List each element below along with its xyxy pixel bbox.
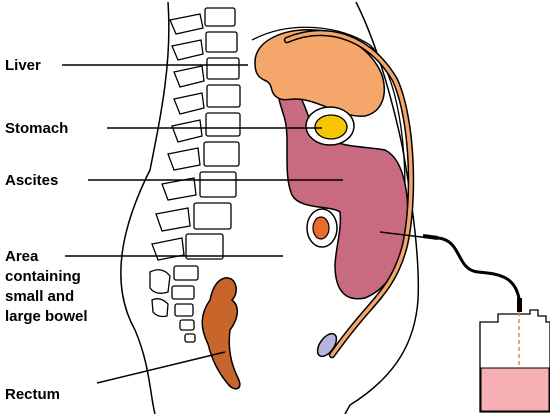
label-bowel-area-line3: small and — [5, 288, 74, 305]
label-liver: Liver — [5, 57, 41, 74]
label-ascites: Ascites — [5, 172, 58, 189]
label-stomach: Stomach — [5, 120, 68, 137]
label-bowel-area-line2: containing — [5, 268, 81, 285]
liver — [255, 30, 384, 116]
label-rectum: Rectum — [5, 386, 60, 403]
stomach — [306, 107, 354, 145]
kidney — [307, 209, 337, 247]
drainage-needle-hub — [423, 236, 438, 238]
drainage-line — [438, 238, 520, 310]
label-bowel-area-line4: large bowel — [5, 308, 88, 325]
rectum — [202, 278, 240, 389]
label-bowel-area-line1: Area — [5, 248, 39, 265]
collection-bag — [480, 298, 550, 412]
